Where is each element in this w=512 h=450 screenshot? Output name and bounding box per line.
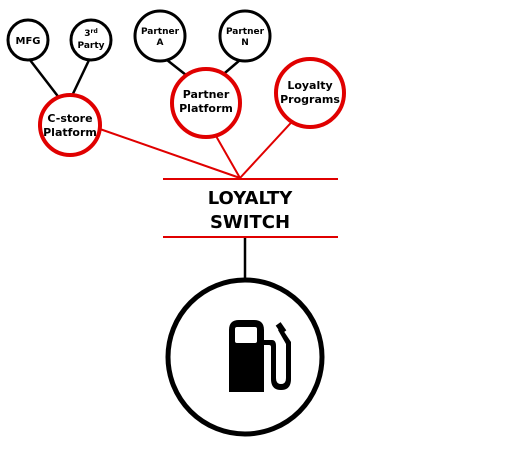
fuel-pump-node (165, 277, 325, 437)
connector-3rdparty-cstore (68, 57, 92, 101)
node-mfg-label: MFG (16, 36, 41, 47)
node-partner-n-line2: N (241, 38, 249, 48)
node-mfg: MFG (6, 18, 50, 62)
node-third-party-number: 3 (84, 29, 90, 39)
switch-label-line2: SWITCH (210, 212, 290, 233)
connector-loyalty-switch (239, 112, 301, 179)
switch-label-line1: LOYALTY (208, 188, 293, 209)
node-partner-a: Partner A (133, 9, 187, 63)
node-third-party-line2: Party (77, 41, 104, 51)
node-loyalty-programs: Loyalty Programs (274, 57, 346, 129)
node-partner-platform-line2: Platform (179, 102, 233, 115)
node-partner-a-line1: Partner (141, 27, 180, 37)
loyalty-switch: LOYALTY SWITCH (163, 178, 338, 238)
connector-cstore-switch (96, 127, 241, 179)
node-loyalty-programs-line2: Programs (280, 93, 340, 106)
node-partner-n-line1: Partner (226, 27, 265, 37)
node-loyalty-programs-line1: Loyalty (287, 79, 332, 92)
node-cstore-platform: C-store Platform (38, 93, 102, 157)
node-partner-n: Partner N (218, 9, 272, 63)
node-partner-platform: Partner Platform (170, 67, 242, 139)
fuel-pump-icon (229, 320, 291, 392)
node-cstore-platform-line2: Platform (43, 126, 97, 139)
svg-text:3rd: 3rd (84, 28, 98, 39)
node-partner-a-line2: A (157, 38, 164, 48)
node-third-party: 3rd Party (69, 18, 113, 62)
node-partner-platform-line1: Partner (183, 88, 230, 101)
node-third-party-superscript: rd (91, 28, 98, 35)
node-cstore-platform-line1: C-store (47, 112, 92, 125)
